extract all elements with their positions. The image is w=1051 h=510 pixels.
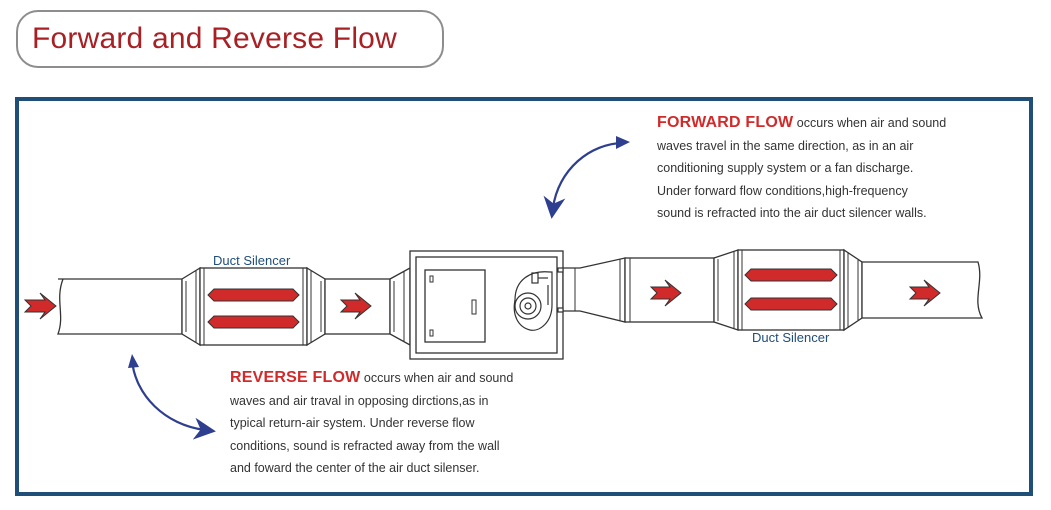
diagram-frame <box>15 97 1033 496</box>
left-silencer-transition-out <box>306 266 326 347</box>
baffle-right-top <box>744 268 838 282</box>
access-door <box>424 269 486 343</box>
baffle-left-top <box>207 288 300 302</box>
flow-arrow-2 <box>339 292 372 320</box>
inlet-duct <box>57 278 183 335</box>
flow-arrow-4 <box>908 279 941 307</box>
flow-arrow-3 <box>649 279 682 307</box>
forward-flow-line-1: FORWARD FLOW occurs when air and sound <box>657 114 947 131</box>
left-silencer-label: Duct Silencer <box>213 253 291 268</box>
fan-outlet-transition <box>562 257 626 323</box>
fan-inlet-transition <box>389 266 411 347</box>
forward-flow-line-3: conditioning supply system or a fan disc… <box>657 161 914 175</box>
right-silencer-label: Duct Silencer <box>752 330 830 345</box>
page-title: Forward and Reverse Flow <box>16 10 444 68</box>
right-silencer-body <box>737 249 845 331</box>
forward-flow-line-4: Under forward flow conditions,high-frequ… <box>657 183 908 198</box>
forward-flow-line-5: sound is refracted into the air duct sil… <box>657 206 927 220</box>
page-title-text: Forward and Reverse Flow <box>32 22 397 55</box>
fan-wheel <box>513 267 564 331</box>
flow-arrow-1 <box>23 292 57 320</box>
reverse-flow-keyword: REVERSE FLOW <box>230 369 361 386</box>
forward-flow-line-2: waves travel in the same direction, as i… <box>657 138 914 153</box>
left-silencer-transition-in <box>181 266 201 347</box>
reverse-flow-text: REVERSE FLOW occurs when air and sound w… <box>230 367 513 480</box>
flow-arrows <box>23 279 941 320</box>
right-silencer-transition-out <box>843 248 863 332</box>
left-silencer-body <box>199 267 308 346</box>
baffle-left-bottom <box>207 315 300 329</box>
reverse-curve-arrow <box>130 359 216 440</box>
reverse-flow-line-5: and foward the center of the air duct si… <box>230 461 480 475</box>
reverse-flow-line-4: conditions, sound is refracted away from… <box>230 438 500 453</box>
reverse-flow-line-3: typical return-air system. Under reverse… <box>230 416 475 430</box>
forward-flow-text: FORWARD FLOW occurs when air and sound w… <box>657 112 946 225</box>
forward-curve-arrow <box>543 141 625 219</box>
reverse-flow-line-1: REVERSE FLOW occurs when air and sound <box>230 369 514 386</box>
baffle-right-bottom <box>744 297 838 311</box>
reverse-flow-line-2: waves and air traval in opposing dirctio… <box>230 393 489 408</box>
forward-flow-keyword: FORWARD FLOW <box>657 114 794 131</box>
